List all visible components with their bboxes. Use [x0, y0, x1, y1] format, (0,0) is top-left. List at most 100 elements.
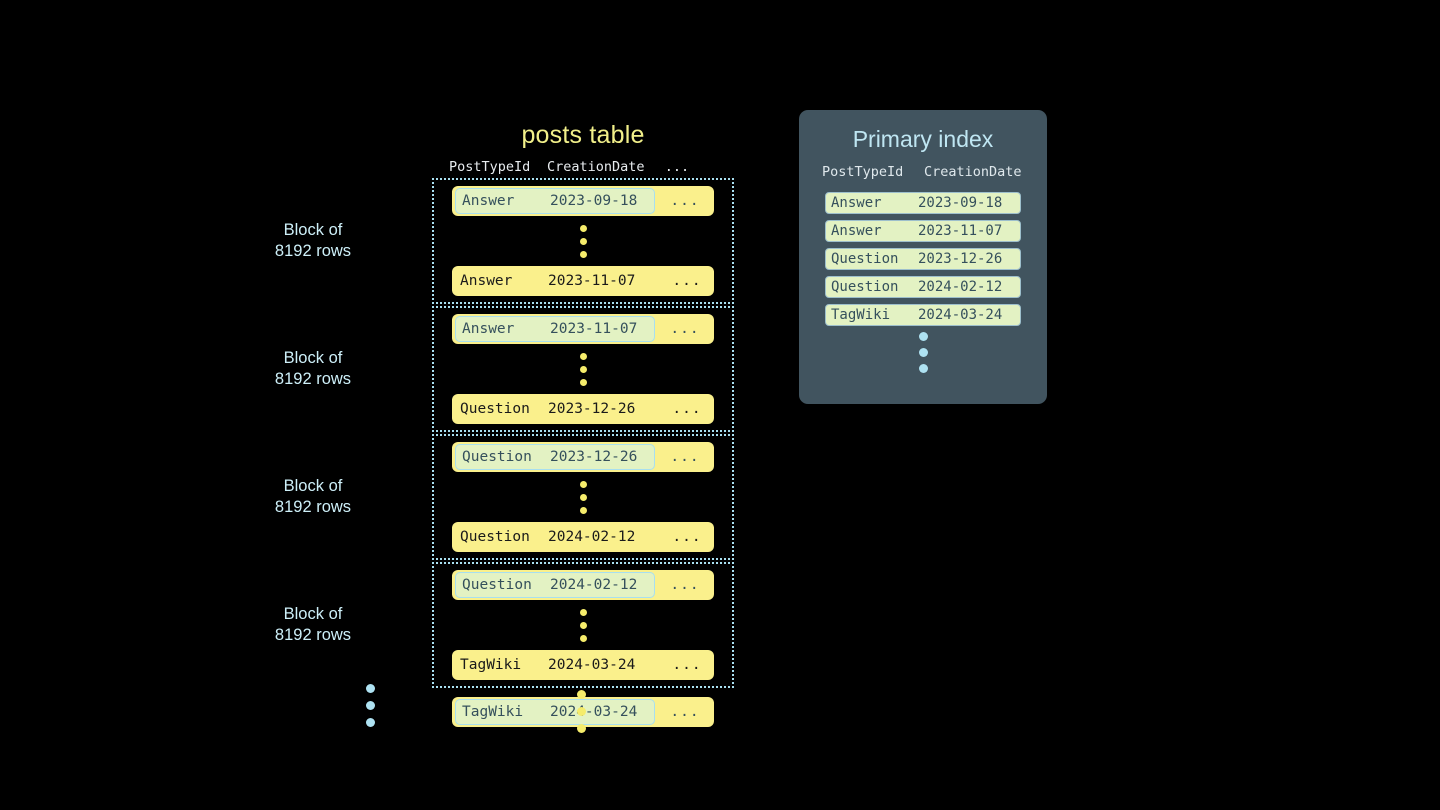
indexed-row-chip: Answer 2023-11-07 — [455, 316, 655, 342]
dot-icon — [579, 353, 587, 360]
cell-post-type-id: Answer — [831, 195, 882, 211]
blocks-continuation-ellipsis-icon — [366, 684, 375, 727]
dot-icon — [577, 707, 586, 716]
dot-icon — [577, 690, 586, 699]
cell-post-type-id: Question — [462, 449, 532, 465]
cell-creation-date: 2024-03-24 — [918, 307, 1003, 323]
dot-icon — [579, 635, 587, 642]
index-continuation-ellipsis-icon — [799, 332, 1047, 373]
index-row[interactable]: Question 2024-02-12 — [825, 276, 1021, 298]
cell-post-type-id: Question — [831, 251, 899, 267]
cell-creation-date: 2023-09-18 — [550, 193, 638, 209]
dot-icon — [579, 494, 587, 501]
cell-more: ... — [670, 577, 700, 593]
cell-creation-date: 2024-02-12 — [548, 529, 636, 545]
table-block: Block of 8192 rows Question 2023-12-26 .… — [275, 434, 734, 560]
index-row[interactable]: TagWiki 2024-03-24 — [825, 304, 1021, 326]
table-bottom-ellipsis-icon — [577, 690, 586, 733]
table-row[interactable]: TagWiki 2024-03-24 ... — [452, 650, 714, 680]
cell-creation-date: 2024-03-24 — [550, 704, 638, 720]
cell-post-type-id: TagWiki — [462, 704, 524, 720]
cell-creation-date: 2023-12-26 — [550, 449, 638, 465]
index-row[interactable]: Answer 2023-11-07 — [825, 220, 1021, 242]
block-label: Block of 8192 rows — [274, 349, 352, 388]
table-row[interactable]: Question 2024-02-12 ... — [452, 522, 714, 552]
dot-icon — [366, 701, 375, 710]
cell-post-type-id: Answer — [831, 223, 882, 239]
column-header-post-type-id: PostTypeId — [449, 159, 531, 175]
dot-icon — [366, 718, 375, 727]
cell-creation-date: 2023-11-07 — [548, 273, 636, 289]
posts-table-column-headers: PostTypeId CreationDate ... — [432, 156, 734, 178]
column-header-creation-date: CreationDate — [547, 159, 645, 175]
table-row[interactable]: Question 2023-12-26 ... — [452, 394, 714, 424]
vertical-ellipsis-icon — [434, 600, 732, 650]
dot-icon — [579, 609, 587, 616]
table-row[interactable]: TagWiki 2024-03-24 ... — [452, 697, 714, 727]
primary-index-column-headers: PostTypeId CreationDate — [799, 161, 1047, 183]
cell-creation-date: 2024-03-24 — [548, 657, 636, 673]
cell-post-type-id: TagWiki — [831, 307, 891, 323]
posts-table-title: posts table — [521, 121, 645, 149]
cell-post-type-id: TagWiki — [460, 657, 522, 673]
cell-post-type-id: Question — [831, 279, 899, 295]
table-block: Block of 8192 rows Question 2024-02-12 .… — [275, 562, 734, 688]
dot-icon — [579, 622, 587, 629]
table-row[interactable]: Question 2023-12-26 ... — [452, 442, 714, 472]
indexed-row-chip: Question 2023-12-26 — [455, 444, 655, 470]
dot-icon — [918, 348, 928, 357]
table-block: Block of 8192 rows Answer 2023-11-07 ...… — [275, 306, 734, 432]
cell-post-type-id: Question — [462, 577, 532, 593]
cell-more: ... — [670, 704, 700, 720]
table-row[interactable]: Answer 2023-11-07 ... — [452, 314, 714, 344]
dot-icon — [579, 238, 587, 245]
dot-icon — [366, 684, 375, 693]
cell-more: ... — [672, 657, 702, 673]
block-label: Block of 8192 rows — [274, 221, 352, 260]
table-block: Block of 8192 rows Answer 2023-09-18 ...… — [275, 178, 734, 304]
dot-icon — [579, 379, 587, 386]
cell-creation-date: 2024-02-12 — [550, 577, 638, 593]
cell-post-type-id: Answer — [460, 273, 513, 289]
dot-icon — [579, 366, 587, 373]
column-header-post-type-id: PostTypeId — [822, 164, 904, 180]
cell-post-type-id: Question — [460, 401, 530, 417]
cell-more: ... — [670, 321, 700, 337]
indexed-row-chip: Question 2024-02-12 — [455, 572, 655, 598]
cell-more: ... — [672, 401, 702, 417]
cell-more: ... — [670, 193, 700, 209]
primary-index-title: Primary index — [852, 126, 994, 152]
cell-post-type-id: Question — [460, 529, 530, 545]
column-header-more: ... — [664, 159, 690, 175]
cell-creation-date: 2023-09-18 — [918, 195, 1003, 211]
table-row[interactable]: Answer 2023-11-07 ... — [452, 266, 714, 296]
cell-creation-date: 2024-02-12 — [918, 279, 1003, 295]
posts-table-group: posts table PostTypeId CreationDate ... … — [275, 118, 734, 727]
cell-creation-date: 2023-11-07 — [918, 223, 1003, 239]
dot-icon — [579, 481, 587, 488]
indexed-row-chip: TagWiki 2024-03-24 — [455, 699, 655, 725]
index-row[interactable]: Answer 2023-09-18 — [825, 192, 1021, 214]
cell-more: ... — [672, 273, 702, 289]
primary-index-panel: Primary index PostTypeId CreationDate An… — [799, 110, 1047, 404]
table-row[interactable]: Question 2024-02-12 ... — [452, 570, 714, 600]
dot-icon — [577, 724, 586, 733]
cell-post-type-id: Answer — [462, 321, 515, 337]
indexed-row-chip: Answer 2023-09-18 — [455, 188, 655, 214]
cell-post-type-id: Answer — [462, 193, 515, 209]
block-label: Block of 8192 rows — [274, 605, 352, 644]
dot-icon — [918, 332, 928, 341]
table-row[interactable]: Answer 2023-09-18 ... — [452, 186, 714, 216]
column-header-creation-date: CreationDate — [924, 164, 1022, 180]
cell-more: ... — [672, 529, 702, 545]
index-row[interactable]: Question 2023-12-26 — [825, 248, 1021, 270]
dot-icon — [579, 225, 587, 232]
vertical-ellipsis-icon — [434, 344, 732, 394]
dot-icon — [579, 507, 587, 514]
vertical-ellipsis-icon — [434, 472, 732, 522]
cell-more: ... — [670, 449, 700, 465]
cell-creation-date: 2023-12-26 — [548, 401, 636, 417]
dot-icon — [579, 251, 587, 258]
cell-creation-date: 2023-11-07 — [550, 321, 638, 337]
vertical-ellipsis-icon — [434, 216, 732, 266]
